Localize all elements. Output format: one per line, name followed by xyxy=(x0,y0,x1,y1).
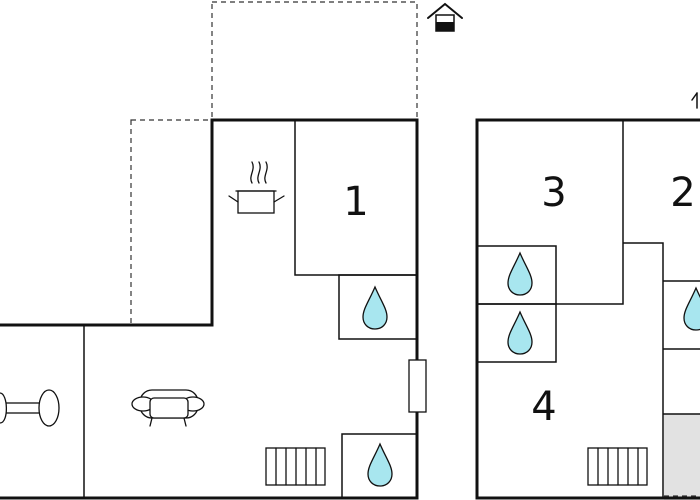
terrace-left xyxy=(130,119,213,326)
bathroom-1 xyxy=(338,274,418,340)
room-3-walls xyxy=(556,120,624,305)
water-drop-icon xyxy=(367,442,393,487)
water-drop-icon xyxy=(507,251,533,296)
room-2-walls xyxy=(623,242,664,498)
terrace-right-bottom xyxy=(664,414,700,500)
room-1-label: 1 xyxy=(343,179,368,225)
room-3-label: 3 xyxy=(541,170,566,216)
window xyxy=(408,359,427,413)
left-building-outline xyxy=(0,118,419,500)
bathroom-bottom-left xyxy=(341,433,418,499)
sofa-icon xyxy=(131,389,205,427)
radiator-icon xyxy=(587,447,648,486)
dumbbell-icon xyxy=(0,389,60,427)
water-drop-icon xyxy=(362,285,388,330)
house-entrance-icon xyxy=(427,2,463,32)
north-arrow-icon xyxy=(691,92,698,109)
water-drop-icon xyxy=(507,310,533,355)
room-4-label: 4 xyxy=(531,384,556,430)
bathroom-4 xyxy=(476,303,557,363)
room-2-label: 2 xyxy=(670,170,695,216)
terrace-top xyxy=(211,1,418,121)
radiator-icon xyxy=(265,447,326,486)
cooking-pot-icon xyxy=(228,161,285,214)
water-drop-icon xyxy=(683,286,700,331)
